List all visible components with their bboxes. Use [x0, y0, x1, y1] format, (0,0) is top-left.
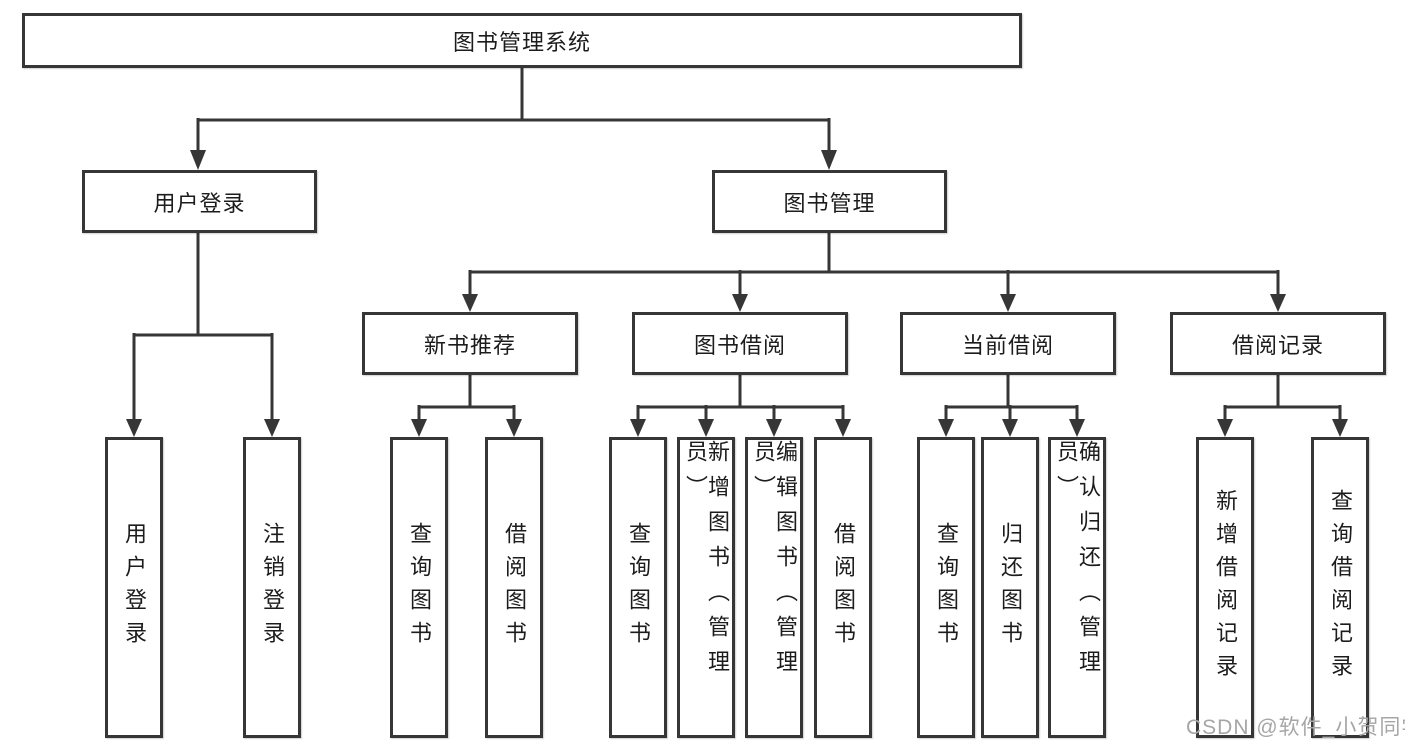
leaf-label: 借阅图书 — [502, 521, 527, 654]
leaf-current-confirm-return-admin: 确认归还（管理员） — [1048, 437, 1106, 738]
leaf-label: 用户登录 — [122, 521, 147, 654]
leaf-label: 注销登录 — [260, 521, 285, 654]
leaf-records-query-record: 查询借阅记录 — [1311, 437, 1369, 738]
node-borrowing-records: 借阅记录 — [1170, 312, 1386, 375]
leaf-label: 查询图书 — [934, 521, 959, 654]
node-new-book-recommend: 新书推荐 — [362, 312, 578, 375]
edge-arrowheads — [126, 150, 1348, 437]
node-book-borrowing: 图书借阅 — [632, 312, 848, 375]
leaf-borrowing-add-book-admin: 新增图书（管理员） — [677, 437, 735, 738]
leaf-label: 查询图书 — [407, 521, 432, 654]
leaf-label: 编辑图书（管理员） — [751, 440, 798, 685]
node-user-login: 用户登录 — [82, 170, 317, 233]
leaf-borrowing-query-book: 查询图书 — [609, 437, 667, 738]
leaf-label: 新增借阅记录 — [1213, 488, 1238, 687]
leaf-current-return-book: 归还图书 — [981, 437, 1039, 738]
node-book-management: 图书管理 — [712, 170, 947, 233]
leaf-label: 查询图书 — [626, 521, 651, 654]
node-label: 新书推荐 — [423, 332, 516, 358]
node-label: 当前借阅 — [961, 332, 1054, 358]
leaf-recommend-query-book: 查询图书 — [390, 437, 448, 738]
node-current-borrowing: 当前借阅 — [900, 312, 1116, 375]
edge-lines — [132, 68, 1342, 421]
node-label: 用户登录 — [153, 190, 246, 216]
leaf-user-login: 用户登录 — [105, 437, 163, 738]
node-label: 图书管理 — [783, 190, 876, 216]
leaf-current-query-book: 查询图书 — [917, 437, 975, 738]
leaf-label: 新增图书（管理员） — [683, 440, 730, 685]
leaf-borrowing-borrow-book: 借阅图书 — [814, 437, 872, 738]
leaf-label: 归还图书 — [998, 521, 1023, 654]
node-label: 借阅记录 — [1231, 332, 1324, 358]
node-label: 图书借阅 — [693, 332, 786, 358]
leaf-logout-login: 注销登录 — [243, 437, 301, 738]
leaf-recommend-borrow-book: 借阅图书 — [485, 437, 543, 738]
leaf-borrowing-edit-book-admin: 编辑图书（管理员） — [745, 437, 803, 738]
node-label: 图书管理系统 — [452, 29, 591, 55]
leaf-label: 借阅图书 — [831, 521, 856, 654]
leaf-label: 确认归还（管理员） — [1054, 440, 1101, 685]
leaf-label: 查询借阅记录 — [1328, 488, 1353, 687]
node-library-management-system: 图书管理系统 — [22, 13, 1022, 68]
csdn-watermark: CSDN @软件_小贺同学 — [1186, 716, 1405, 739]
leaf-records-add-record: 新增借阅记录 — [1196, 437, 1254, 738]
